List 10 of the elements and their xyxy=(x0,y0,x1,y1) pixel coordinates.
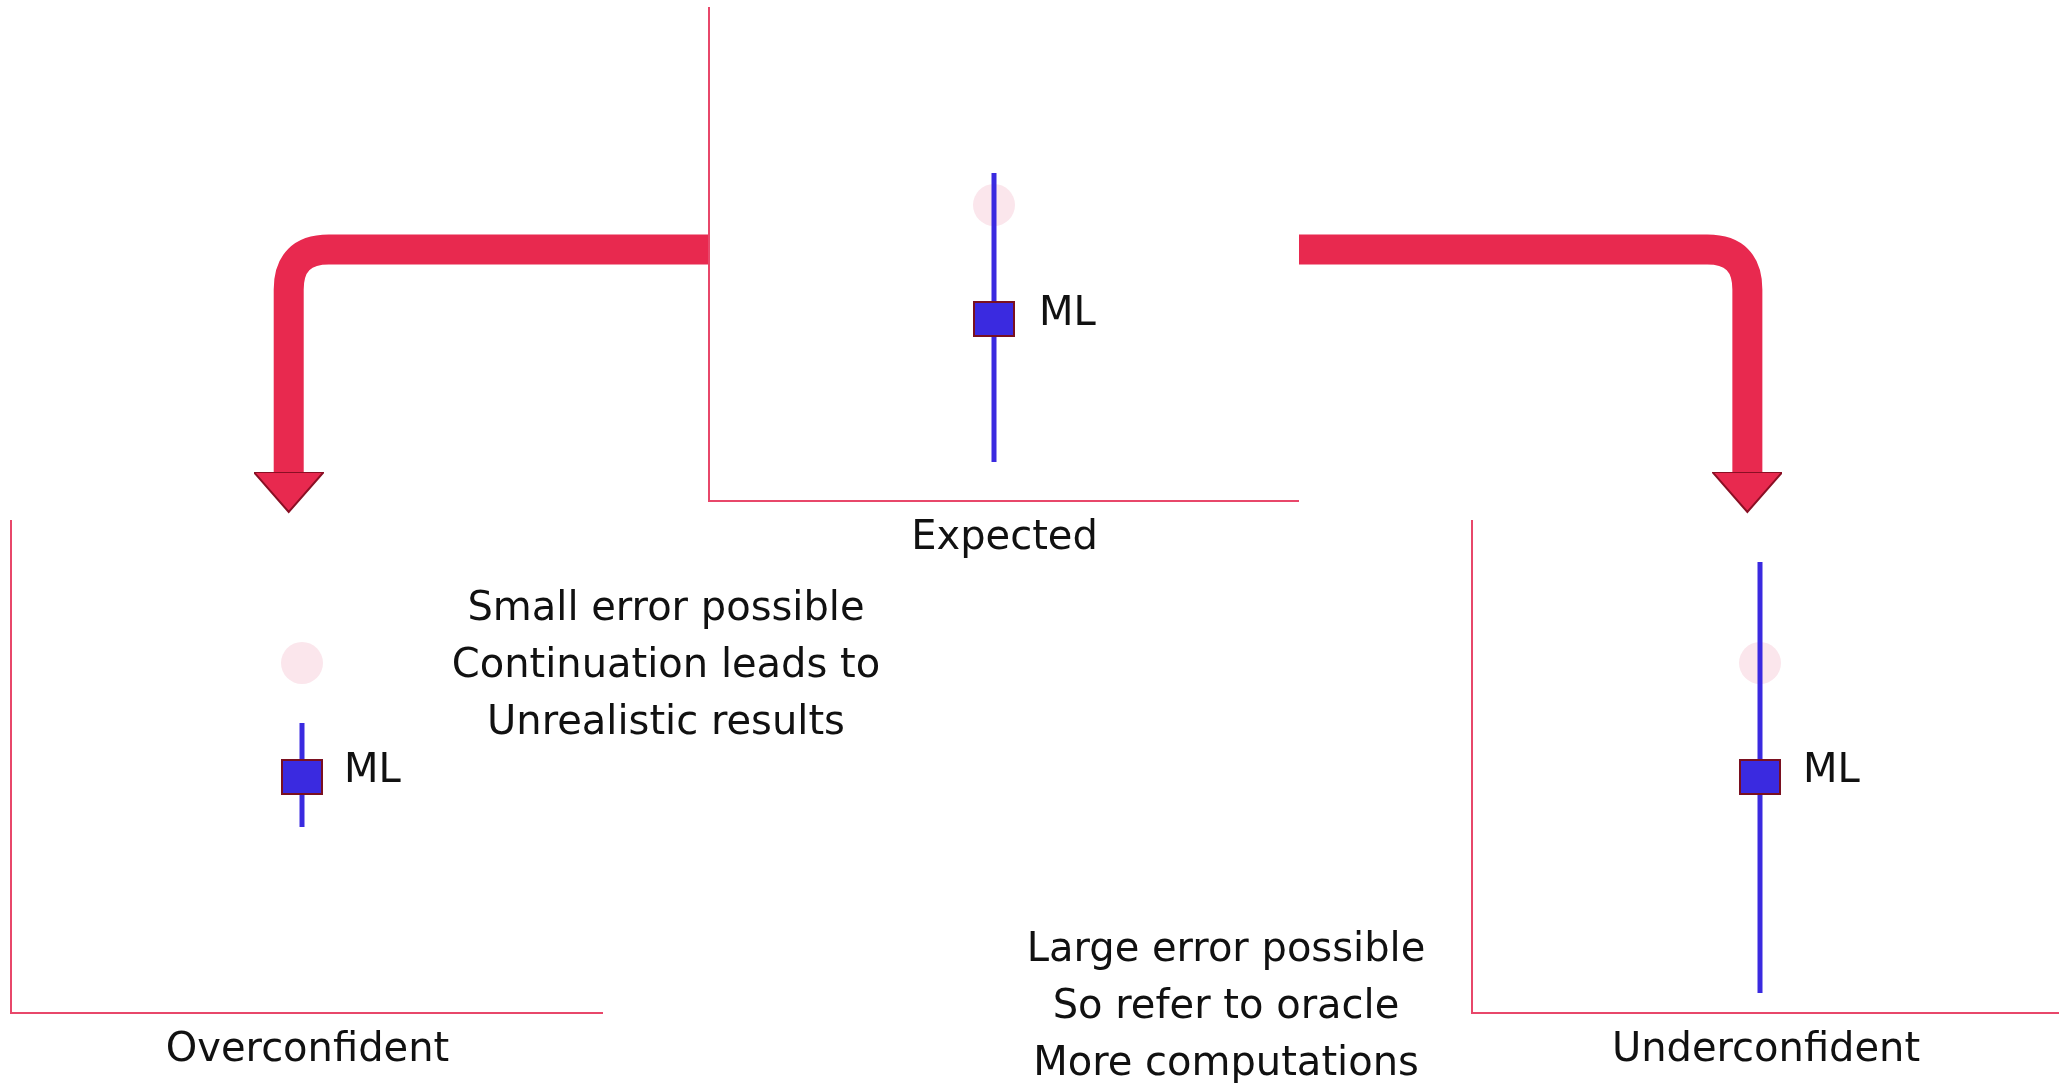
note-text: Large error possible So refer to oracle More computations xyxy=(1025,923,1427,1083)
note-text: Small error possible Continuation leads to Unrealistic results xyxy=(450,582,882,745)
point-label: ML xyxy=(344,744,402,793)
curved-arrow xyxy=(252,234,708,513)
point-label: ML xyxy=(1039,287,1097,336)
panel-title: Underconfident xyxy=(1610,1024,1922,1070)
panel-title: Overconfident xyxy=(164,1024,451,1070)
point-label: ML xyxy=(1803,744,1861,793)
panel-title: Expected xyxy=(910,512,1099,558)
curved-arrow xyxy=(1299,234,1784,513)
